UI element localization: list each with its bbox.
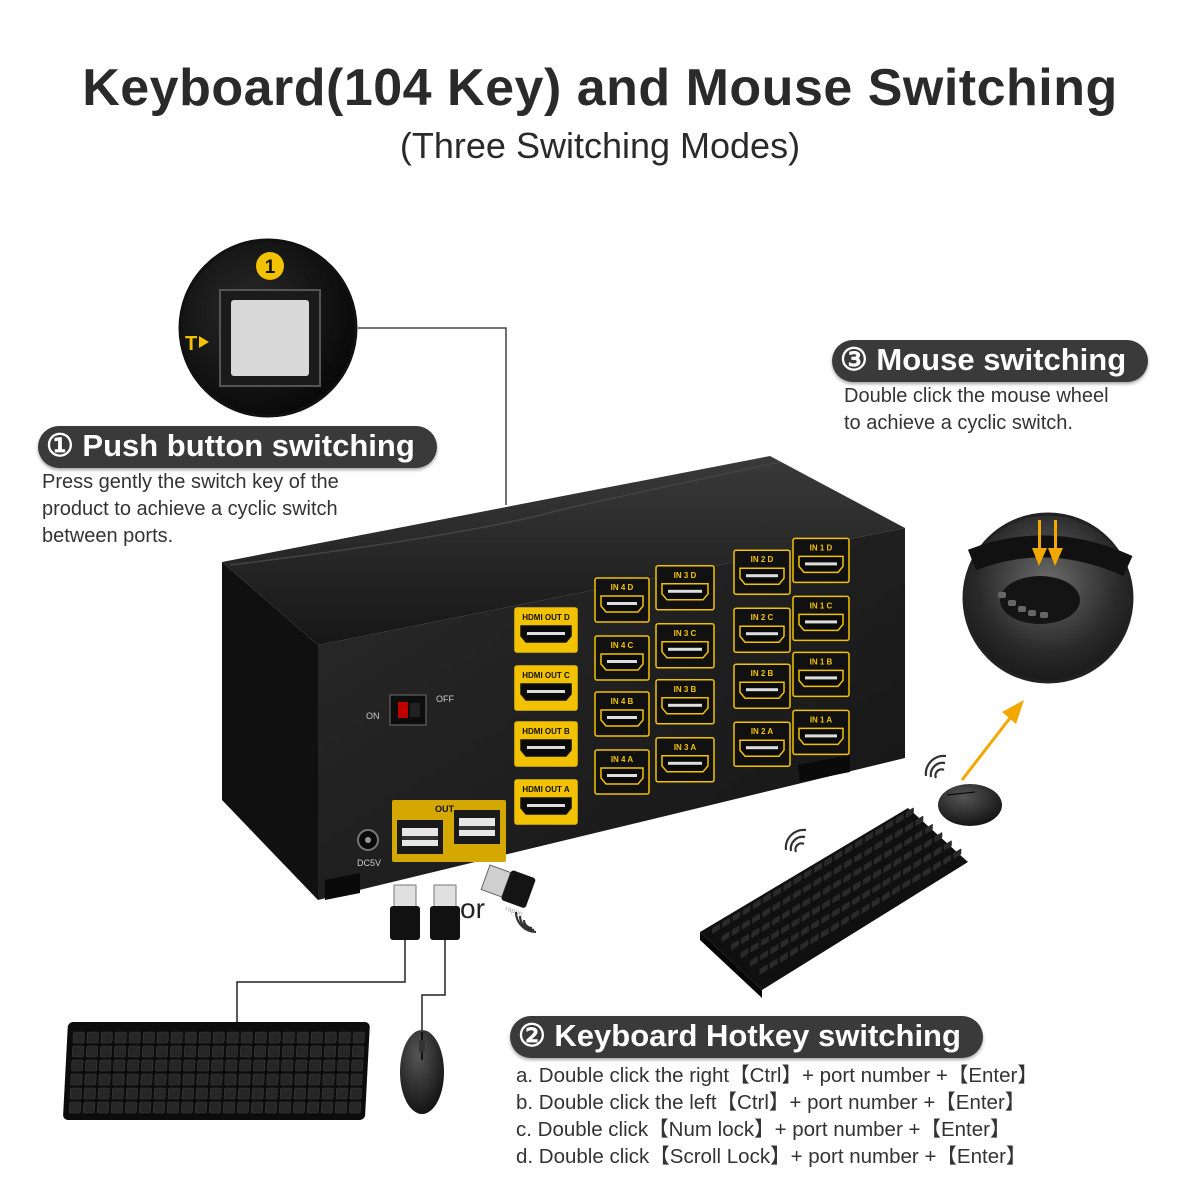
hdmi-input-port: IN 2 C xyxy=(733,607,791,653)
hdmi-input-port: IN 1 D xyxy=(792,537,850,584)
push-button-description-line: Press gently the switch key of the xyxy=(42,471,339,493)
hotkey-steps: a. Double click the right【Ctrl】+ port nu… xyxy=(516,1062,1038,1170)
arrow-right-icon xyxy=(199,336,209,348)
port-label: IN 1 C xyxy=(810,601,833,610)
port-label: IN 1 B xyxy=(810,657,833,666)
svg-text:or: or xyxy=(460,893,485,924)
hdmi-input-port: IN 3 B xyxy=(655,679,715,725)
port-label: HDMI OUT C xyxy=(522,671,570,680)
keyboard-cable xyxy=(236,940,406,1022)
port-label: IN 4 A xyxy=(611,755,634,764)
port-label: IN 2 D xyxy=(751,555,774,564)
hotkey-step: c. Double click【Num lock】+ port number +… xyxy=(516,1118,1011,1141)
hdmi-input-port: IN 2 B xyxy=(733,663,791,709)
hdmi-input-port: IN 1 C xyxy=(792,595,850,642)
svg-text:ON: ON xyxy=(366,711,380,721)
callout-line xyxy=(358,327,507,505)
port-label: IN 1 A xyxy=(810,715,833,724)
wireless-signal-icon xyxy=(924,754,947,779)
port-label: IN 4 C xyxy=(611,641,634,650)
keyboard-hotkey-heading: ② Keyboard Hotkey switching xyxy=(510,1016,983,1058)
port-label: IN 2 B xyxy=(751,669,774,678)
mouse-description-line: Double click the mouse wheel xyxy=(844,385,1109,407)
hdmi-input-port: IN 3 D xyxy=(655,565,715,611)
svg-text:OFF: OFF xyxy=(436,694,454,704)
page-title: Keyboard(104 Key) and Mouse Switching xyxy=(82,59,1118,117)
hdmi-port-grid: HDMI OUT D IN 4 D IN 3 D IN 2 D IN 1 D HDMI O… xyxy=(514,537,850,825)
hotkey-step: b. Double click the left【Ctrl】+ port num… xyxy=(516,1091,1026,1114)
hdmi-output-port: HDMI OUT D xyxy=(514,607,578,653)
push-button-zoom: 1 T xyxy=(178,238,358,418)
push-button-description-line: between ports. xyxy=(42,525,174,547)
wireless-mouse xyxy=(938,784,1002,826)
port-label: IN 1 D xyxy=(810,543,833,552)
number-one-badge-icon xyxy=(256,252,284,280)
port-label: IN 3 D xyxy=(674,571,697,580)
hdmi-input-port: IN 2 D xyxy=(733,549,791,595)
svg-text:OUT: OUT xyxy=(435,804,455,814)
hdmi-input-port: IN 4 A xyxy=(594,749,650,795)
port-label: IN 3 C xyxy=(674,629,697,638)
hdmi-input-port: IN 4 D xyxy=(594,577,650,623)
double-click-arrows-icon xyxy=(1032,520,1063,566)
port-label: IN 3 B xyxy=(674,685,697,694)
hdmi-input-port: IN 1 A xyxy=(792,709,850,756)
hdmi-input-port: IN 1 B xyxy=(792,651,850,698)
port-label: IN 3 A xyxy=(674,743,697,752)
hdmi-output-port: HDMI OUT A xyxy=(514,779,578,825)
port-label: IN 4 B xyxy=(611,697,634,706)
arrow-up-right-icon xyxy=(960,700,1024,781)
hdmi-input-port: IN 4 B xyxy=(594,691,650,737)
wired-mouse xyxy=(400,1030,444,1114)
svg-text:DC5V: DC5V xyxy=(357,858,381,868)
push-button-description: Press gently the switch key of the produ… xyxy=(42,469,339,550)
push-button-description-line: product to achieve a cyclic switch xyxy=(42,498,338,520)
mouse-description-line: to achieve a cyclic switch. xyxy=(844,412,1073,434)
port-label: HDMI OUT D xyxy=(522,613,570,622)
push-button-heading: ① Push button switching xyxy=(38,426,437,468)
mouse-cable xyxy=(421,940,446,1030)
port-label: HDMI OUT A xyxy=(522,785,569,794)
hotkey-step: a. Double click the right【Ctrl】+ port nu… xyxy=(516,1064,1038,1087)
hdmi-input-port: IN 4 C xyxy=(594,635,650,681)
mouse-switching-description: Double click the mouse wheel to achieve … xyxy=(844,383,1109,437)
kvm-switch-device: ON OFF DC5V OUT HDMI OUT D IN 4 D IN 3 D IN… xyxy=(222,456,905,900)
hdmi-input-port: IN 2 A xyxy=(733,721,791,767)
mouse-wheel-zoom xyxy=(962,512,1134,684)
port-label: IN 2 A xyxy=(751,727,774,736)
port-label: HDMI OUT B xyxy=(522,727,570,736)
usb-plug-mouse xyxy=(430,884,460,940)
wireless-keyboard xyxy=(700,807,968,998)
svg-text:T: T xyxy=(185,333,197,355)
page-subtitle: (Three Switching Modes) xyxy=(399,125,801,166)
port-label: IN 2 C xyxy=(751,613,774,622)
port-label: IN 4 D xyxy=(611,583,634,592)
usb-plug-keyboard xyxy=(390,884,420,940)
svg-text:1: 1 xyxy=(265,257,276,278)
hdmi-input-port: IN 3 C xyxy=(655,623,715,669)
wireless-signal-icon xyxy=(514,911,537,934)
hdmi-output-port: HDMI OUT B xyxy=(514,721,578,767)
usb-receiver xyxy=(480,864,536,908)
hotkey-step: d. Double click【Scroll Lock】+ port numbe… xyxy=(516,1145,1027,1168)
hdmi-output-port: HDMI OUT C xyxy=(514,665,578,711)
mouse-switching-heading: ③ Mouse switching xyxy=(832,340,1149,382)
hdmi-input-port: IN 3 A xyxy=(655,737,715,783)
wireless-signal-icon xyxy=(784,828,807,853)
wired-keyboard xyxy=(63,1022,370,1120)
